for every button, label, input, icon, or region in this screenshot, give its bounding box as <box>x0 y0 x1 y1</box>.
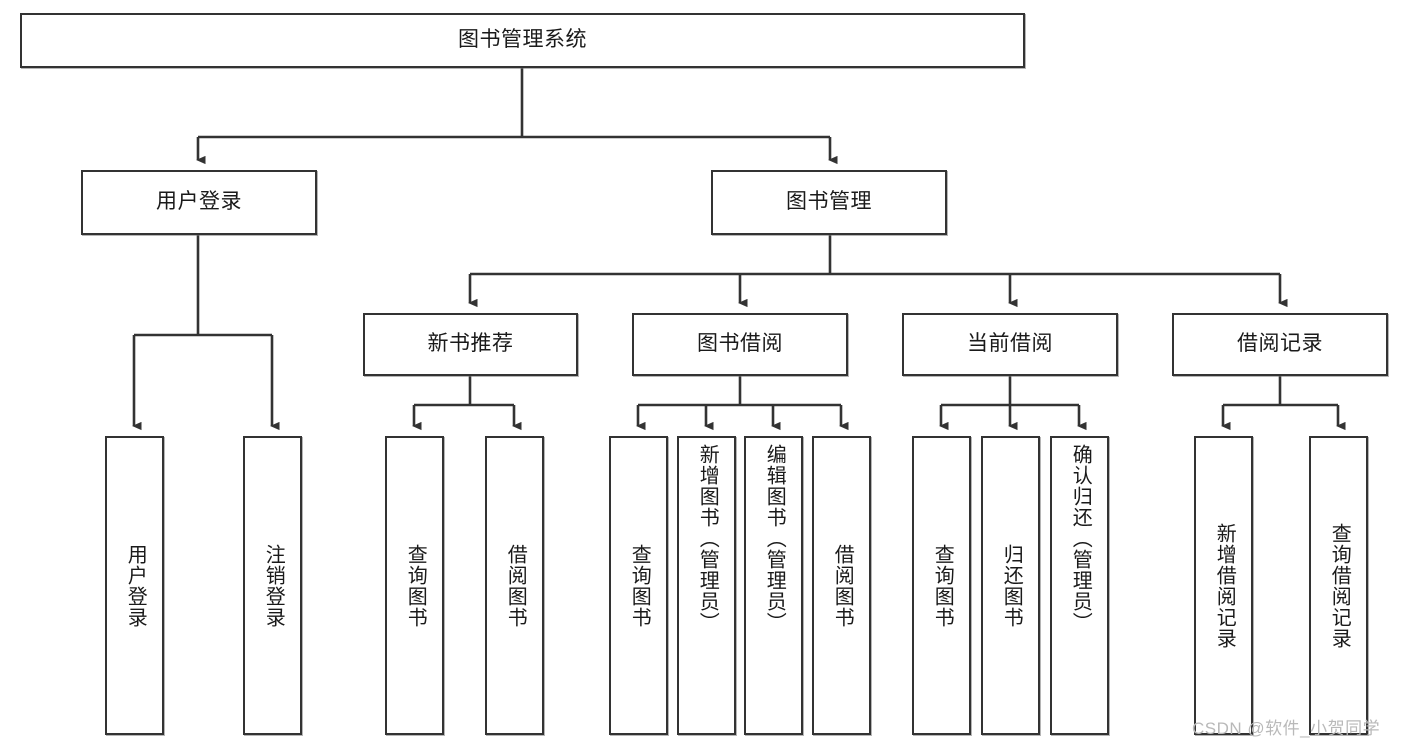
node-label: 查询借阅记录 <box>1328 522 1351 649</box>
node-label: 新增借阅记录 <box>1213 522 1236 649</box>
node-root-system[interactable]: 图书管理系统 <box>20 13 1025 68</box>
node-label: 查询图书 <box>628 543 651 628</box>
leaf-borrow-record-query[interactable]: 查询借阅记录 <box>1309 436 1368 735</box>
node-label: 归还图书 <box>1000 543 1023 628</box>
node-label: 编辑图书（管理员） <box>763 444 786 633</box>
node-label: 用户登录 <box>156 190 242 214</box>
leaf-user-login-signin[interactable]: 用户登录 <box>105 436 164 735</box>
node-label: 查询图书 <box>931 543 954 628</box>
node-label: 借阅图书 <box>504 543 527 628</box>
node-borrow-record[interactable]: 借阅记录 <box>1172 313 1388 376</box>
node-book-management[interactable]: 图书管理 <box>711 170 947 235</box>
leaf-current-borrow-confirm-return[interactable]: 确认归还（管理员） <box>1050 436 1109 735</box>
node-label: 借阅记录 <box>1237 332 1323 356</box>
leaf-book-borrow-lend[interactable]: 借阅图书 <box>812 436 871 735</box>
leaf-new-book-borrow[interactable]: 借阅图书 <box>485 436 544 735</box>
csdn-watermark: CSDN @软件_小贺同学 <box>1192 719 1381 738</box>
node-user-login[interactable]: 用户登录 <box>81 170 317 235</box>
node-current-borrow[interactable]: 当前借阅 <box>902 313 1118 376</box>
leaf-current-borrow-query[interactable]: 查询图书 <box>912 436 971 735</box>
node-label: 图书管理 <box>786 190 872 214</box>
leaf-book-borrow-query[interactable]: 查询图书 <box>609 436 668 735</box>
node-label: 确认归还（管理员） <box>1069 444 1092 633</box>
node-book-borrow[interactable]: 图书借阅 <box>632 313 848 376</box>
node-label: 借阅图书 <box>831 543 854 628</box>
node-label: 新书推荐 <box>427 332 514 356</box>
node-label: 查询图书 <box>404 543 427 628</box>
leaf-new-book-query[interactable]: 查询图书 <box>385 436 444 735</box>
node-label: 图书借阅 <box>697 332 783 356</box>
node-new-book-recommend[interactable]: 新书推荐 <box>363 313 578 376</box>
leaf-book-borrow-add[interactable]: 新增图书（管理员） <box>677 436 736 735</box>
node-label: 图书管理系统 <box>458 28 587 52</box>
leaf-user-login-signout[interactable]: 注销登录 <box>243 436 302 735</box>
leaf-book-borrow-edit[interactable]: 编辑图书（管理员） <box>744 436 803 735</box>
leaf-current-borrow-return[interactable]: 归还图书 <box>981 436 1040 735</box>
leaf-borrow-record-add[interactable]: 新增借阅记录 <box>1194 436 1253 735</box>
node-label: 当前借阅 <box>967 332 1053 356</box>
node-label: 注销登录 <box>262 543 285 628</box>
node-label: 新增图书（管理员） <box>696 444 719 633</box>
node-label: 用户登录 <box>124 543 147 628</box>
